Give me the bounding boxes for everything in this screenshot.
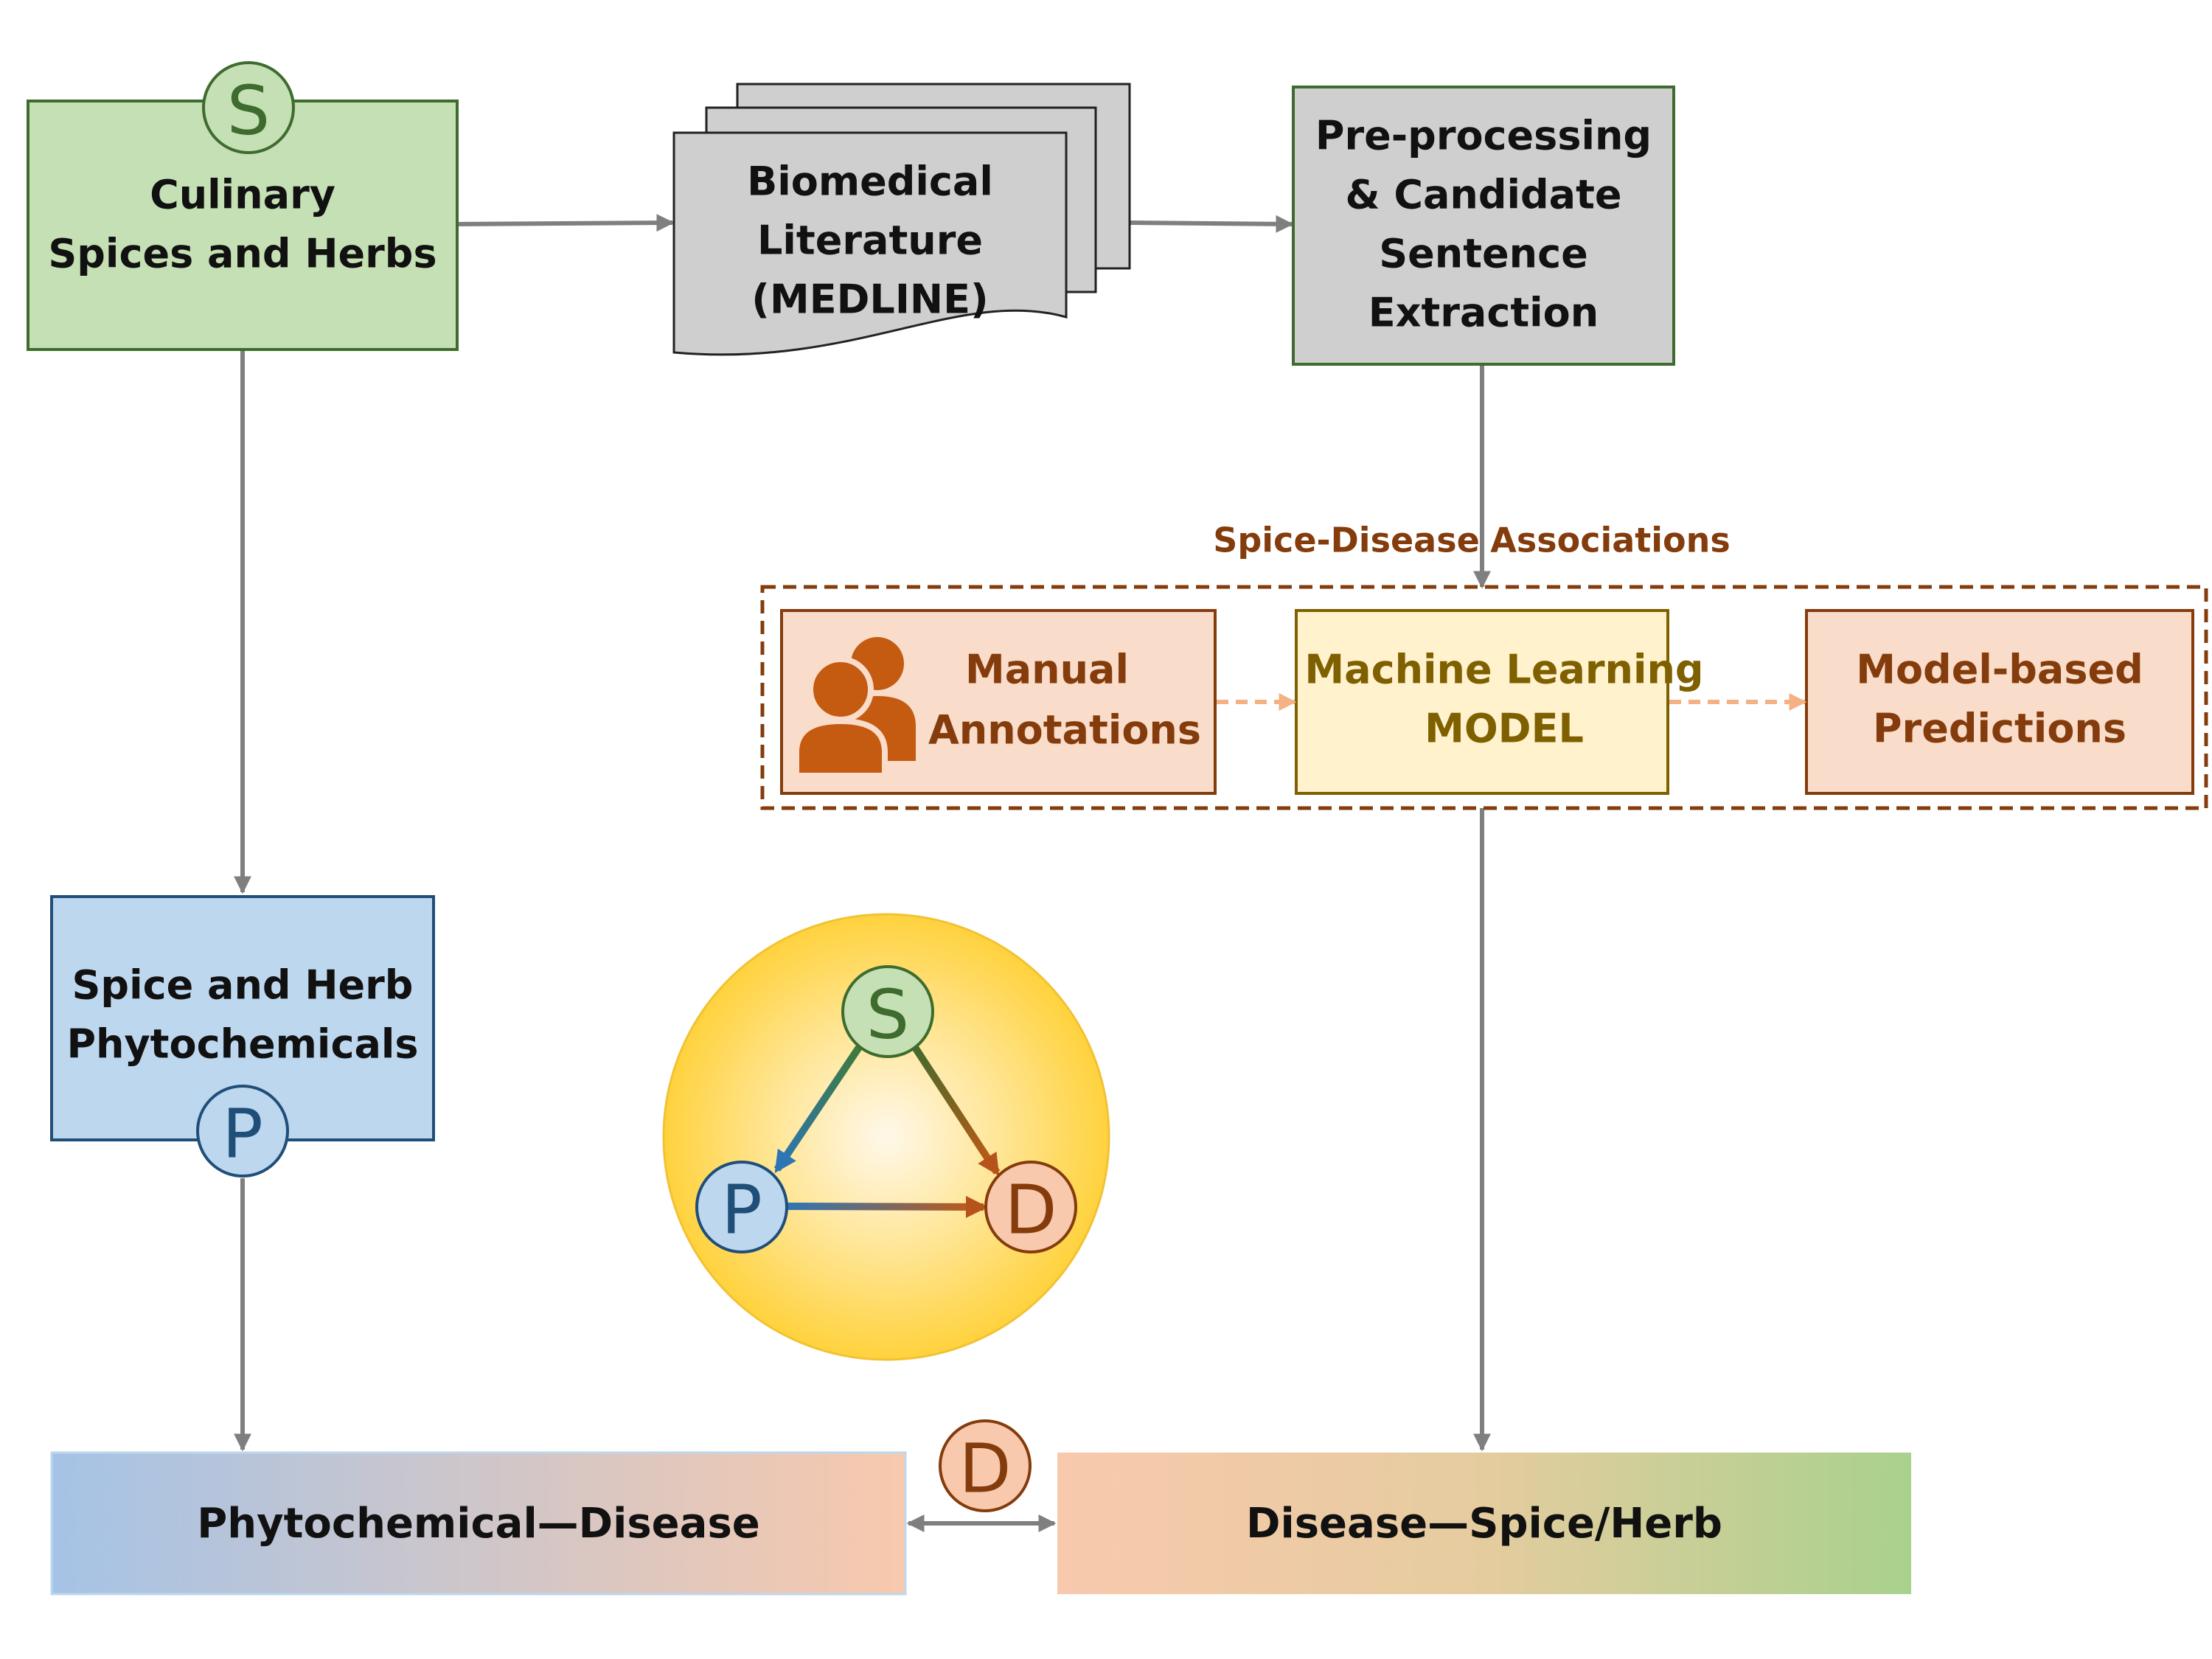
associations-label-right: Associations bbox=[1490, 521, 1731, 560]
phytochemicals-badge-circle bbox=[196, 1085, 289, 1178]
literature-label-line2: Literature bbox=[757, 218, 983, 264]
triangle-p-letter: P bbox=[721, 1171, 762, 1250]
triangle-background bbox=[662, 913, 1110, 1361]
relation-triangle: S P D bbox=[662, 913, 1110, 1361]
annotation-model-container bbox=[760, 585, 2208, 810]
triangle-d-circle bbox=[984, 1161, 1077, 1253]
manual-node: Manual Annotations bbox=[780, 609, 1217, 795]
bottom-d-badge: D bbox=[939, 1419, 1032, 1512]
phytochemicals-label-line2: Phytochemicals bbox=[66, 1021, 418, 1068]
triangle-s-circle bbox=[841, 965, 934, 1058]
arrow-literature-to-preprocessing bbox=[1129, 215, 1294, 233]
ml-model-label-line2: MODEL bbox=[1425, 706, 1584, 752]
literature-node: Biomedical Literature (MEDLINE) bbox=[672, 83, 1131, 356]
people-icon bbox=[793, 637, 916, 779]
bottom-d-letter: D bbox=[959, 1430, 1012, 1509]
literature-sheet-front bbox=[672, 131, 1068, 356]
connectors bbox=[234, 214, 1491, 1532]
phytochemicals-node: Spice and Herb Phytochemicals P bbox=[50, 895, 435, 1178]
manual-label-line2: Annotations bbox=[928, 707, 1201, 754]
associations-label-left: Spice-Disease bbox=[1213, 521, 1480, 560]
phytochemicals-badge-letter: P bbox=[222, 1095, 262, 1174]
arrow-s-to-p bbox=[773, 1042, 865, 1173]
predictions-label-line1: Model-based bbox=[1856, 647, 2143, 693]
triangle-p-circle bbox=[695, 1161, 788, 1253]
spices-label-line1: Culinary bbox=[150, 172, 335, 218]
arrow-s-to-d bbox=[909, 1042, 1001, 1177]
predictions-label-line2: Predictions bbox=[1873, 706, 2126, 752]
ml-model-label-line1: Machine Learning bbox=[1304, 647, 1703, 693]
manual-label-line1: Manual bbox=[965, 647, 1129, 693]
phyto-disease-bar bbox=[50, 1451, 907, 1596]
bottom-d-circle bbox=[939, 1419, 1032, 1512]
phyto-disease-label: Phytochemical—Disease bbox=[197, 1500, 760, 1548]
disease-spice-node: Disease—Spice/Herb bbox=[1057, 1453, 1911, 1594]
preprocessing-node: Pre-processing & Candidate Sentence Extr… bbox=[1292, 86, 1675, 366]
spices-badge-letter: S bbox=[227, 72, 270, 150]
triangle-d-letter: D bbox=[1005, 1171, 1057, 1250]
predictions-box bbox=[1805, 609, 2194, 795]
arrow-spices-to-literature bbox=[456, 214, 675, 232]
spices-label-line2: Spices and Herbs bbox=[48, 231, 437, 277]
preprocessing-label-line2: & Candidate bbox=[1345, 172, 1621, 218]
phytochemicals-label-line1: Spice and Herb bbox=[72, 962, 414, 1009]
preprocessing-label-line4: Extraction bbox=[1368, 290, 1599, 336]
preprocessing-label-line3: Sentence bbox=[1379, 231, 1587, 277]
spices-badge-circle bbox=[202, 61, 295, 154]
ml-model-node: Machine Learning MODEL bbox=[1295, 609, 1704, 795]
ml-model-box bbox=[1295, 609, 1669, 795]
phyto-disease-node: Phytochemical—Disease bbox=[50, 1451, 907, 1596]
preprocessing-box bbox=[1292, 86, 1675, 366]
spices-node: Culinary Spices and Herbs S bbox=[27, 61, 459, 351]
triangle-s-letter: S bbox=[866, 975, 909, 1054]
arrow-p-to-d bbox=[785, 1195, 988, 1218]
preprocessing-label-line1: Pre-processing bbox=[1315, 113, 1652, 159]
predictions-node: Model-based Predictions bbox=[1805, 609, 2194, 795]
literature-label-line1: Biomedical bbox=[747, 159, 993, 205]
disease-spice-label: Disease—Spice/Herb bbox=[1246, 1500, 1722, 1548]
disease-spice-bar bbox=[1057, 1453, 1911, 1594]
literature-label-line3: (MEDLINE) bbox=[751, 276, 988, 323]
